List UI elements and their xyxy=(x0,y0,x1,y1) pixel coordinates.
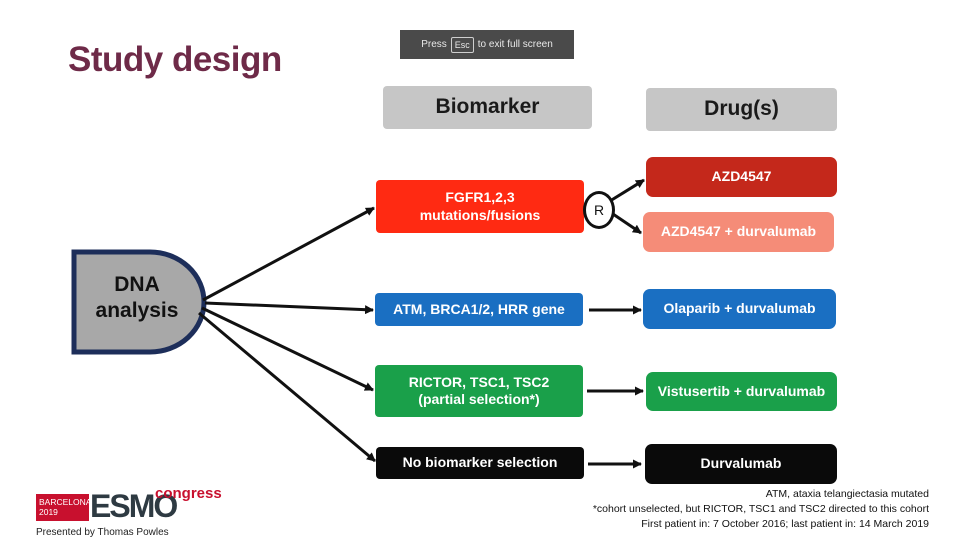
biomarker-rictor: RICTOR, TSC1, TSC2 (partial selection*) xyxy=(375,365,583,417)
arrow-to-azd4547-durvalumab xyxy=(609,210,642,235)
esmo-logo-text: ESMO xyxy=(90,488,178,524)
biomarker-header: Biomarker xyxy=(383,86,592,129)
fullscreen-suffix-text: to exit full screen xyxy=(477,39,553,50)
arrow-to-azd4547 xyxy=(609,178,645,203)
fullscreen-notice: Press Esc to exit full screen xyxy=(400,30,574,59)
arrow-to-rictor xyxy=(201,306,374,392)
biomarker-rictor-line1: RICTOR, TSC1, TSC2 xyxy=(408,373,550,390)
drug-durvalumab: Durvalumab xyxy=(645,444,837,484)
esmo-barcelona-badge: BARCELONA 2019 xyxy=(36,494,92,521)
dna-label-line2: analysis xyxy=(95,299,179,323)
drug-azd4547: AZD4547 xyxy=(646,157,837,197)
drugs-header: Drug(s) xyxy=(646,88,837,131)
drug-vistusertib-durvalumab: Vistusertib + durvalumab xyxy=(646,372,837,411)
presenter-credit: Presented by Thomas Powles xyxy=(36,527,169,538)
footnote-atm: ATM, ataxia telangiectasia mutated xyxy=(765,488,929,500)
slide-title: Study design xyxy=(68,40,282,79)
dna-analysis-label: DNA analysis xyxy=(82,272,192,325)
footnote-cohort: *cohort unselected, but RICTOR, TSC1 and… xyxy=(592,503,929,515)
arrow-to-atm xyxy=(204,301,374,315)
logo-city: BARCELONA xyxy=(39,497,92,507)
dna-label-line1: DNA xyxy=(114,273,160,296)
arrow-to-fgfr xyxy=(202,206,375,302)
fullscreen-press-text: Press xyxy=(421,39,447,50)
dna-analysis-shape xyxy=(71,249,207,355)
biomarker-fgfr-line2: mutations/fusions xyxy=(419,206,541,223)
footnote-enrollment: First patient in: 7 October 2016; last p… xyxy=(641,518,929,530)
biomarker-atm: ATM, BRCA1/2, HRR gene xyxy=(375,293,583,326)
biomarker-rictor-line2: (partial selection*) xyxy=(418,391,540,407)
drug-olaparib-durvalumab: Olaparib + durvalumab xyxy=(643,289,836,329)
biomarker-fgfr-line1: FGFR1,2,3 xyxy=(445,189,515,205)
randomization-node: R xyxy=(583,191,615,229)
logo-year: 2019 xyxy=(39,507,58,518)
biomarker-fgfr: FGFR1,2,3 mutations/fusions xyxy=(376,180,584,233)
esmo-congress-text: congress xyxy=(155,485,222,502)
biomarker-none: No biomarker selection xyxy=(376,447,584,479)
esc-key-badge: Esc xyxy=(450,36,474,53)
arrow-to-no-biomarker xyxy=(198,311,376,463)
drug-azd4547-durvalumab: AZD4547 + durvalumab xyxy=(643,212,834,252)
